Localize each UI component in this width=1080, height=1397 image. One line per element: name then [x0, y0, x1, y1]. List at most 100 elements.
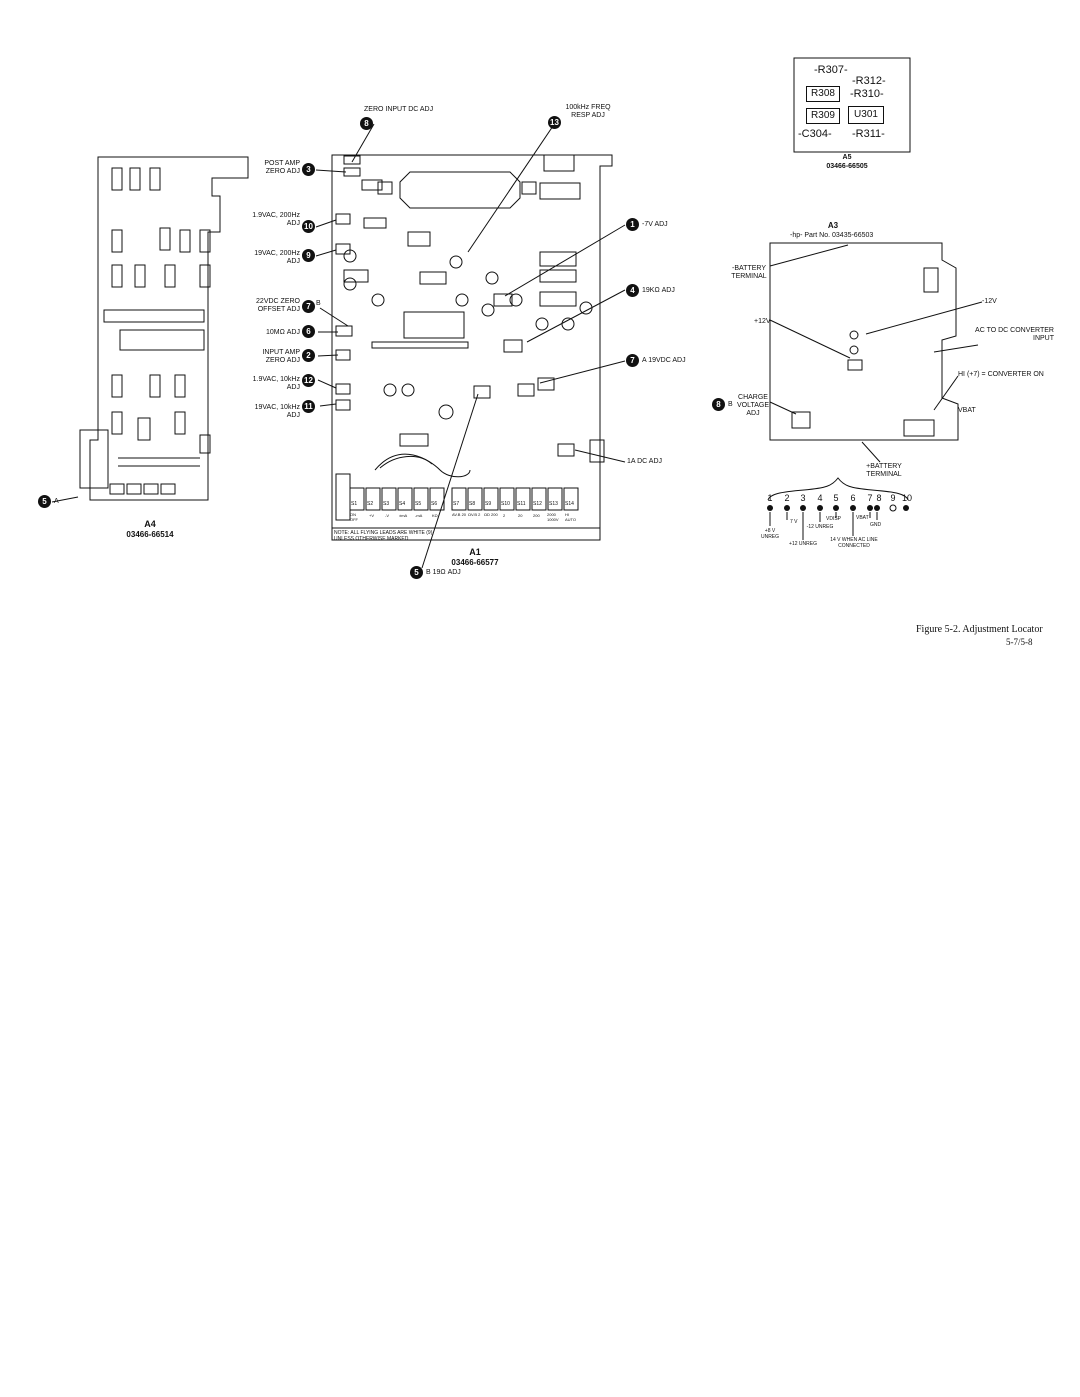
switch-label: S2 [367, 501, 374, 507]
figure-caption: Figure 5-2. Adjustment Locator [916, 624, 1043, 635]
a3-pin-label: 14 V WHEN AC LINE CONNECTED [830, 537, 878, 549]
a3-pin-label: VDISP [826, 516, 842, 522]
a5-component: U301 [848, 106, 884, 124]
a1-callout-22vdc-zero-offset-adj: 22VDC ZERO OFFSET ADJ [256, 298, 300, 313]
switch-label: S3 [383, 501, 390, 507]
a3-board [767, 242, 983, 540]
switch-function-label: ±mA [399, 513, 408, 518]
switch-label: S8 [469, 501, 476, 507]
a3-callout-plus-battery-terminal: +BATTERY TERMINAL [866, 463, 902, 478]
switch-label: S10 [501, 501, 510, 507]
switch-function-label: 20 [518, 513, 523, 518]
a1-callout-13-num: 13 [548, 116, 561, 129]
switch-label: S11 [517, 501, 526, 507]
switch-label: S13 [549, 501, 558, 507]
a3-pin-number: 10 [901, 493, 912, 503]
a1-callout-2-num: 2 [302, 349, 315, 362]
page-number: 5-7/5-8 [1006, 637, 1033, 647]
a1-callout-19vdc-adj: A 19VDC ADJ [642, 357, 686, 364]
a5-component: R309 [806, 108, 840, 124]
a4-callout-5: 5 [38, 495, 51, 508]
a1-callout-11-num: 11 [302, 400, 315, 413]
a1-callout-7b-suffix: B [316, 300, 321, 307]
a3-pin-number: 7 [867, 493, 873, 503]
switch-function-label: -V [385, 513, 389, 518]
a3-pin-label: +8 V UNREG [760, 528, 780, 540]
a1-callout-input-amp-zero-adj: INPUT AMP ZERO ADJ [262, 349, 300, 364]
switch-function-label: 2000 1000V [547, 512, 559, 522]
switch-function-label: -mA [415, 513, 423, 518]
a1-callout-10-num: 10 [302, 220, 315, 233]
a3-callout-minus-battery-terminal: -BATTERY TERMINAL [731, 265, 767, 280]
switch-function-label: KΩ [432, 513, 438, 518]
a3-pin-label: VBAT [856, 515, 869, 521]
a1-callout-19vac-10khz-adj: 19VAC, 10kHz ADJ [254, 404, 300, 419]
a1-board-name: A1 [469, 547, 481, 557]
switch-label: S6 [431, 501, 438, 507]
a5-component: -C304- [798, 128, 832, 140]
a1-callout-minus-7v-adj: -7V ADJ [642, 221, 668, 228]
a3-pin-dots [767, 504, 909, 512]
a3-pin-label: GND [870, 522, 882, 528]
switch-label: S9 [485, 501, 492, 507]
a3-callout-8-num: 8 [712, 398, 725, 411]
switch-function-label: 2 [503, 513, 506, 518]
a4-board-name: A4 [144, 519, 156, 529]
a3-callout-8-prefix: B [728, 401, 733, 408]
a5-board [793, 57, 911, 153]
switch-label: S5 [415, 501, 422, 507]
a1-callout-1-9vac-10khz-adj: 1.9VAC, 10kHz ADJ [252, 376, 300, 391]
switch-label: S7 [453, 501, 460, 507]
a1-callout-8-num: 8 [360, 117, 373, 130]
a1-callout-1-num: 1 [626, 218, 639, 231]
a3-callout-minus-12v: -12V [982, 298, 997, 305]
a1-board [315, 123, 626, 569]
a3-pin-number: 3 [800, 493, 806, 503]
a1-callout-10mohm-adj: 10MΩ ADJ [265, 329, 300, 336]
a5-component: -R310- [850, 88, 884, 100]
a1-part-number: 03466-66577 [451, 558, 499, 567]
a1-callout-5b-num: 5 [410, 566, 423, 579]
switch-label: S12 [533, 501, 542, 507]
a1-callout-post-amp-zero-adj: POST AMP ZERO ADJ [264, 160, 300, 175]
switch-function-label: HI AUTO [565, 512, 577, 522]
a3-callout-vbat: VBAT [958, 407, 976, 414]
a1-callout-1-9vac-200hz-adj: 1.9VAC, 200Hz ADJ [252, 212, 300, 227]
a3-pin-number: 1 [767, 493, 773, 503]
a5-part-number: 03466-66505 [826, 163, 868, 170]
a5-component: -R307- [814, 64, 848, 76]
a4-part-number: 03466-66514 [126, 530, 174, 539]
a3-pin-number: 9 [890, 493, 896, 503]
a1-callout-12-num: 12 [302, 374, 315, 387]
a1-callout-7b-num: 7 [302, 300, 315, 313]
switch-function-label: ΩV.B 2 [468, 512, 481, 517]
a1-callout-7a-num: 7 [626, 354, 639, 367]
a3-pin-label: 7 V [790, 519, 798, 525]
switch-label: S14 [565, 501, 574, 507]
switch-function-label: ΩD 200 [484, 512, 498, 517]
a3-pin-number: 4 [817, 493, 823, 503]
a1-callout-3-num: 3 [302, 163, 315, 176]
a1-callout-6-num: 6 [302, 325, 315, 338]
a1-callout-19kohm-adj: 19KΩ ADJ [642, 287, 675, 294]
a3-callout-plus-12v: +12V [754, 318, 771, 325]
a3-callout-converter-on: HI (+7) = CONVERTER ON [958, 371, 1044, 378]
a5-board-name: A5 [842, 154, 852, 161]
a3-pin-number: 8 [876, 493, 882, 503]
a1-callout-1a-dc-adj: 1A DC ADJ [627, 458, 663, 465]
switch-label: S1 [351, 501, 358, 507]
a3-callout-ac-to-dc-converter-input: AC TO DC CONVERTER INPUT [975, 327, 1054, 342]
a4-board [51, 156, 249, 503]
a3-pin-number: 6 [850, 493, 856, 503]
switch-label: S4 [399, 501, 406, 507]
a3-pin-label: +12 UNREG [789, 541, 817, 547]
a5-component: -R312- [852, 75, 886, 87]
a1-callout-19ohm-adj: B 19Ω ADJ [426, 569, 461, 576]
a5-component: -R311- [852, 128, 885, 140]
switch-function-label: AV.B 20 [452, 512, 467, 517]
a1-callout-19vac-200hz-adj: 19VAC, 200Hz ADJ [254, 250, 300, 265]
a3-part-number: -hp- Part No. 03435-66503 [790, 232, 874, 239]
a3-pin-label: -12 UNREG [806, 524, 834, 530]
switch-function-label: 200 [533, 513, 540, 518]
